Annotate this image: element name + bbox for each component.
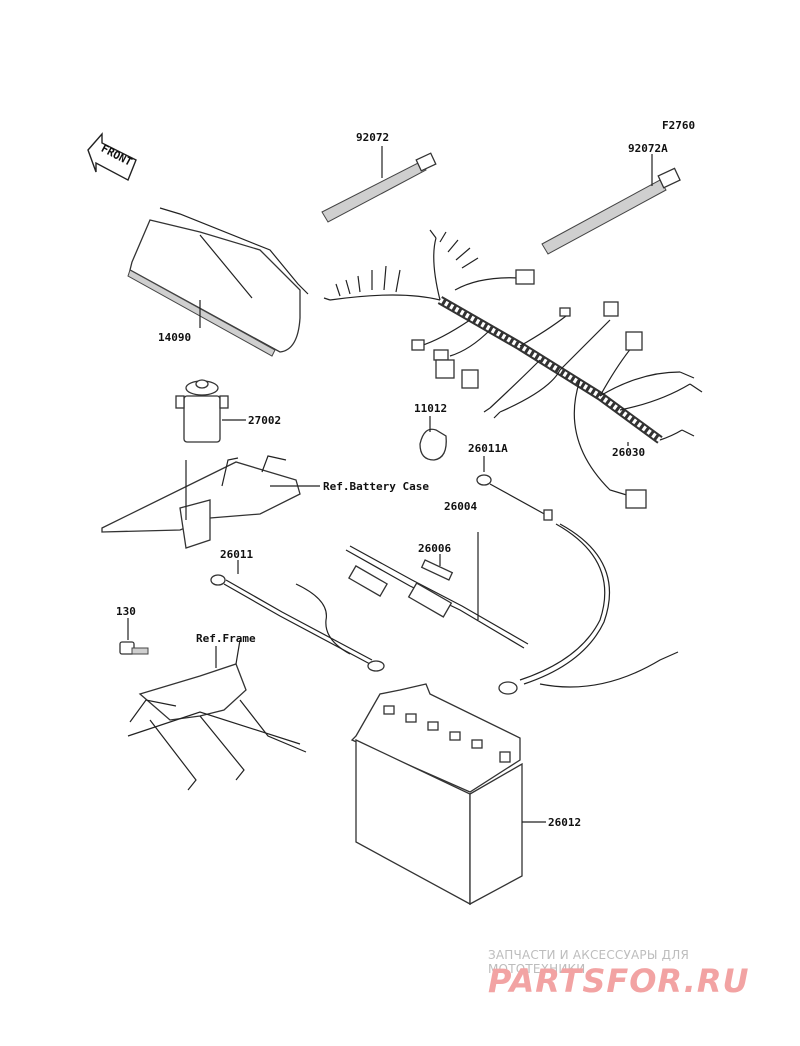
cap-11012[interactable]: 11012 [414, 402, 447, 461]
cable-26011A[interactable]: 26011A [468, 442, 679, 695]
label-14090: 14090 [158, 331, 191, 344]
cover-14090[interactable]: 14090 [127, 207, 309, 357]
wiring-harness-26030[interactable]: 26030 [323, 229, 703, 509]
cable-26011[interactable]: 26011 [210, 548, 385, 672]
label-27002: 27002 [248, 414, 281, 427]
watermark-brand: PARTSFOR.RU [488, 962, 750, 1000]
label-11012: 11012 [414, 402, 447, 415]
label-130: 130 [116, 605, 136, 618]
relay-27002[interactable]: 27002 [175, 379, 281, 443]
label-26011A: 26011A [468, 442, 508, 455]
battery-26012[interactable]: 26012 [350, 683, 581, 906]
label-92072: 92072 [356, 131, 389, 144]
label-26011: 26011 [220, 548, 253, 561]
fuse-26006[interactable]: 26006 [418, 542, 454, 581]
watermark-tagline: ЗАПЧАСТИ И АКСЕССУАРЫ ДЛЯ МОТОТЕХНИКИ [488, 948, 689, 976]
label-26006: 26006 [418, 542, 451, 555]
cable-tie-92072[interactable]: 92072 [321, 131, 437, 223]
label-26030: 26030 [612, 446, 645, 459]
ref-battery-case: Ref.Battery Case [323, 480, 429, 493]
bolt-130[interactable]: 130 [116, 605, 149, 655]
label-26012: 26012 [548, 816, 581, 829]
cable-tie-92072A[interactable]: 92072A [541, 142, 681, 255]
front-arrow-icon: FRONT [87, 132, 137, 181]
label-26004: 26004 [444, 500, 477, 513]
fuse-holder-26004[interactable]: 26004 [345, 500, 529, 649]
frame-section: Ref.Frame [127, 632, 307, 791]
battery-case-bracket: Ref.Battery Case [101, 455, 429, 549]
ref-frame: Ref.Frame [196, 632, 256, 645]
label-92072A: 92072A [628, 142, 668, 155]
diagram-code: F2760 [662, 119, 695, 132]
